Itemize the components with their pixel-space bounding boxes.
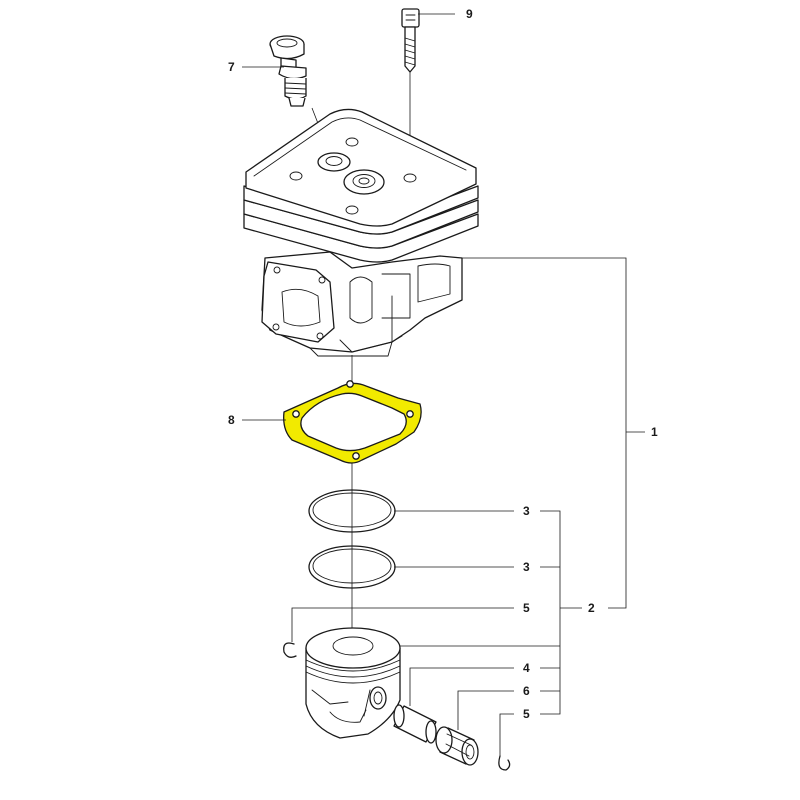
needle-bearing-part-6[interactable]: [435, 726, 479, 766]
callout-6: 6: [523, 684, 530, 698]
callout-5-upper: 5: [523, 601, 530, 615]
circlip-right-part-5[interactable]: [498, 755, 511, 771]
cylinder-part-1[interactable]: [243, 108, 479, 357]
callout-3-upper: 3: [523, 504, 530, 518]
piston-part-2[interactable]: [305, 627, 401, 739]
callout-7: 7: [228, 60, 235, 74]
decompression-valve-part-7[interactable]: [269, 35, 307, 107]
callout-8: 8: [228, 413, 235, 427]
callout-4: 4: [523, 661, 530, 675]
callout-1: 1: [651, 425, 658, 439]
leader-lines: [242, 13, 645, 756]
callout-9: 9: [466, 7, 473, 21]
piston-pin-part-4[interactable]: [393, 704, 437, 744]
screw-part-9[interactable]: [401, 8, 420, 73]
callout-5-lower: 5: [523, 707, 530, 721]
callout-3-lower: 3: [523, 560, 530, 574]
circlip-left-part-5[interactable]: [283, 642, 297, 658]
callouts: 9 7 8 1 3 3 5 2 4 6 5: [228, 7, 658, 721]
callout-2: 2: [588, 601, 595, 615]
gasket-part-8[interactable]: [283, 380, 422, 464]
